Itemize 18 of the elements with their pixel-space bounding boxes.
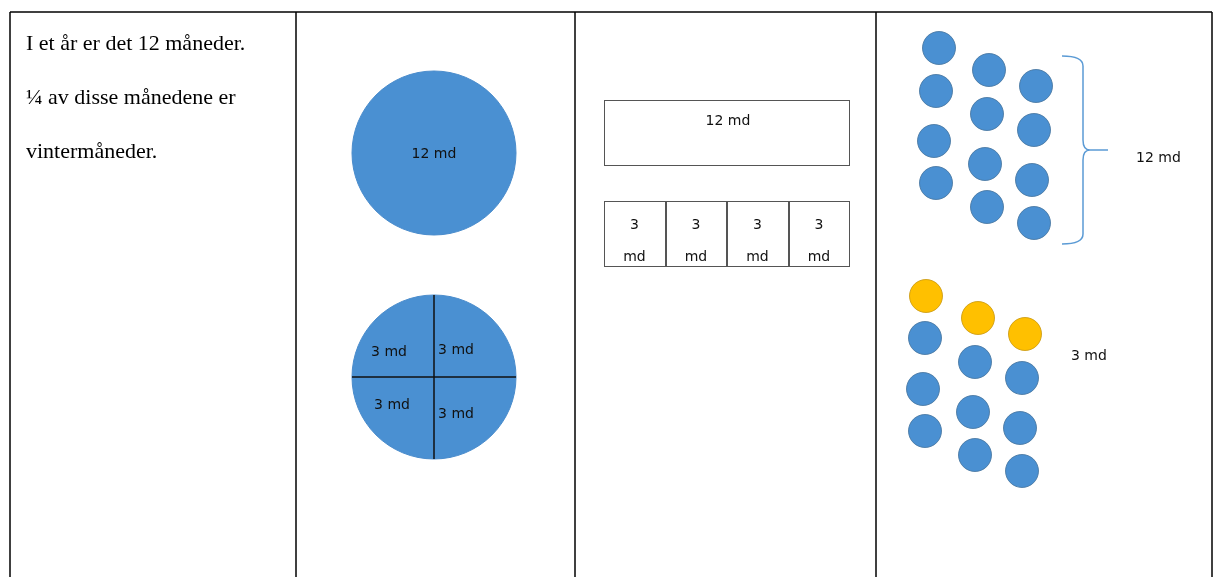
quantity-label: 3 md: [745, 215, 770, 266]
quantity-label: 12 md: [1136, 149, 1181, 165]
quantity-label: 3 md: [806, 215, 832, 266]
quantity-label: 3 md: [371, 343, 407, 359]
question-text: I et år er det 12 måneder. ¼ av disse månedene er vintermåneder.: [26, 29, 247, 165]
quantity-label: 3 md: [374, 396, 410, 412]
quantity-label: 3 md: [438, 405, 474, 421]
quantity-label: 3 md: [622, 215, 647, 266]
quantity-label: 3 md: [438, 341, 474, 357]
bar-part: [604, 201, 666, 267]
quantity-label: 12 md: [705, 112, 751, 128]
bar-part: [789, 201, 850, 267]
whole-bar: [604, 100, 850, 166]
quantity-label: 3 md: [1071, 347, 1107, 363]
bar-part: [666, 201, 727, 267]
bar-part: [727, 201, 789, 267]
quantity-label: 3 md: [683, 215, 709, 266]
quantity-label: 12 md: [411, 145, 457, 161]
